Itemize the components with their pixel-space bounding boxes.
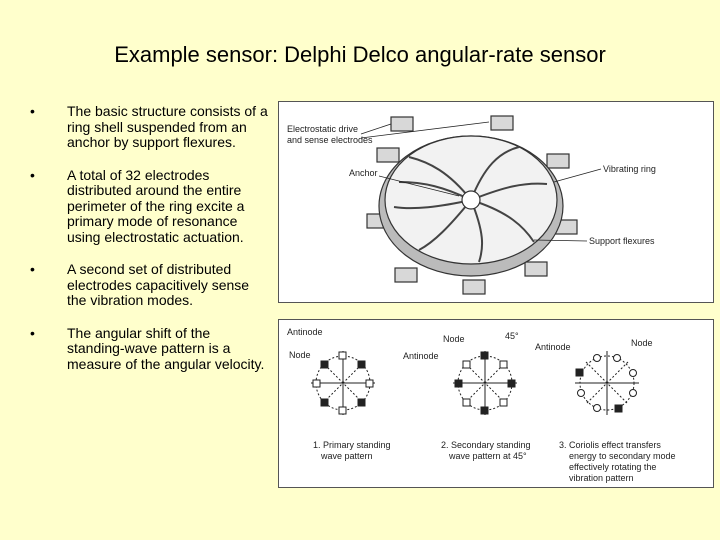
bullet-marker: • [30,166,35,183]
anchor-label: Anchor [349,168,378,178]
bullet-list: • The basic structure consists of a ring … [30,103,270,389]
bullet-item: • A second set of distributed electrodes … [30,261,270,309]
bullet-item: • A total of 32 electrodes distributed ar… [30,166,270,246]
p1-caption-line2: wave pattern [320,451,373,461]
p1-node-label: Node [289,350,311,360]
p3-node-label: Node [631,338,653,348]
standing-wave-drawing: Antinode Node 1. Primary standing wave p… [287,327,676,483]
vibrating-ring-label: Vibrating ring [603,164,656,174]
p2-caption-line2: wave pattern at 45° [448,451,527,461]
standing-wave-figure: Antinode Node 1. Primary standing wave p… [278,319,714,488]
ring-structure [366,115,578,295]
slide-title: Example sensor: Delphi Delco angular-rat… [114,42,606,67]
pattern-3 [575,351,639,415]
bullet-marker: • [30,324,35,341]
p3-caption-line3: effectively rotating the [569,462,656,472]
p1-antinode-label: Antinode [287,327,323,337]
p3-caption-line1: 3. Coriolis effect transfers [559,440,661,450]
electrodes-label-line2: and sense electrodes [287,135,373,145]
p3-caption-line4: vibration pattern [569,473,634,483]
bullet-marker: • [30,261,35,277]
ring-sensor-figure: Electrostatic drive and sense electrodes… [278,101,714,303]
bullet-text: The angular shift of the standing-wave p… [67,324,265,372]
pattern-1 [311,351,375,415]
bullet-text: The basic structure consists of a ring s… [67,103,268,150]
bullet-marker: • [30,103,35,119]
bullet-item: • The angular shift of the standing-wave … [30,324,270,373]
electrodes-label-line1: Electrostatic drive [287,124,358,134]
pattern-2 [453,351,517,415]
support-flexures-label: Support flexures [589,236,655,246]
p2-node-label: Node [443,334,465,344]
p2-caption-line1: 2. Secondary standing [441,440,531,450]
p3-caption-line2: energy to secondary mode [569,451,676,461]
p2-antinode-label: Antinode [403,351,439,361]
p2-angle-label: 45° [505,331,519,341]
bullet-text: A second set of distributed electrodes c… [67,261,250,308]
callout-lines [360,121,602,242]
p1-caption-line1: 1. Primary standing [313,440,391,450]
ring-sensor-drawing: Electrostatic drive and sense electrodes… [287,115,656,295]
bullet-text: A total of 32 electrodes distributed aro… [67,166,245,245]
p3-antinode-label: Antinode [535,342,571,352]
bullet-item: • The basic structure consists of a ring … [30,103,270,151]
